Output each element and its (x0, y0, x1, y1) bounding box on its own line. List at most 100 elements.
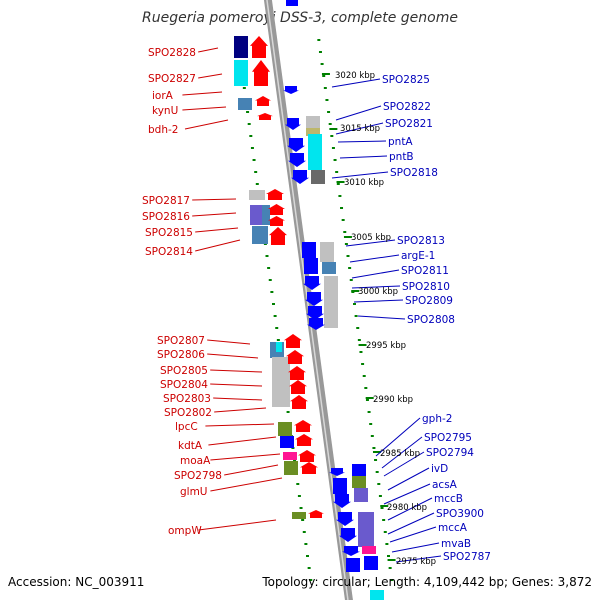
gene-arrow-forward (291, 170, 309, 184)
gene-label-left: iorA (152, 90, 174, 102)
gene-arrow-reverse (308, 510, 324, 518)
leader-line-left (198, 47, 219, 53)
leader-line-right (381, 436, 423, 469)
gene-block (262, 205, 270, 225)
kbp-position-label: 2985 kbp (380, 449, 420, 459)
gene-label-left: bdh-2 (148, 124, 178, 136)
gene-label-right: SPO2825 (382, 74, 430, 86)
gene-arrow-reverse (294, 420, 312, 432)
gene-arrow-forward (287, 138, 305, 152)
gene-arrow-reverse (268, 216, 285, 226)
gene-label-right: SPO2813 (397, 235, 445, 247)
gene-label-right: SPO2822 (383, 101, 431, 113)
gene-arrow-forward (306, 306, 324, 320)
accession-text: Accession: NC_003911 (8, 575, 145, 589)
leader-line-left (195, 227, 239, 233)
leader-line-left (210, 453, 281, 461)
gene-label-right: mccB (434, 493, 463, 505)
gene-block (352, 464, 366, 476)
gene-label-left: glmU (180, 486, 208, 498)
leader-line-right (387, 467, 430, 491)
gene-arrow-forward (333, 494, 351, 508)
gene-label-right: argE-1 (401, 250, 435, 262)
leader-line-left (192, 198, 237, 201)
gene-block (286, 0, 298, 6)
gene-arrow-reverse (266, 189, 284, 200)
leader-line-left (214, 407, 267, 413)
map-title: Ruegeria pomeroyi DSS-3, complete genome (142, 10, 458, 26)
gene-block (304, 258, 318, 274)
leader-line-right (351, 269, 400, 279)
gene-arrow-forward (329, 468, 345, 476)
gene-label-left: SPO2798 (174, 470, 222, 482)
gene-block (249, 190, 265, 200)
leader-line-right (391, 542, 440, 553)
gene-block (250, 205, 262, 225)
leader-line-right (345, 239, 396, 247)
gene-block (308, 134, 322, 170)
gene-arrow-forward (307, 318, 325, 330)
gene-label-left: SPO2817 (142, 195, 190, 207)
leader-line-left (195, 239, 241, 252)
kbp-position-label: 3015 kbp (340, 124, 380, 134)
gene-block (354, 488, 368, 502)
leader-line-left (198, 73, 223, 79)
gene-label-left: kdtA (178, 440, 203, 452)
leader-line-left (213, 397, 263, 401)
gene-label-right: pntA (388, 136, 413, 148)
gene-block (238, 98, 252, 110)
gene-block (306, 116, 320, 128)
gene-block (234, 36, 248, 58)
leader-line-right (331, 171, 389, 179)
kbp-position-label: 3010 kbp (344, 178, 384, 188)
gene-label-right: SPO2794 (426, 447, 474, 459)
gene-block (283, 452, 297, 460)
gene-label-left: SPO2827 (148, 73, 196, 85)
gene-arrow-forward (336, 512, 354, 526)
gene-features (234, 0, 384, 600)
gene-label-left: moaA (180, 455, 211, 467)
gene-arrow-forward (303, 276, 321, 290)
gene-label-left: SPO2803 (163, 393, 211, 405)
leader-line-right (383, 483, 431, 505)
leader-line-right (383, 451, 425, 477)
leader-line-left (182, 106, 227, 111)
gene-label-left: SPO2806 (157, 349, 205, 361)
gene-arrow-reverse (284, 334, 302, 348)
gene-block (311, 170, 325, 184)
kbp-position-label: 2980 kbp (387, 503, 427, 513)
gene-label-right: SPO2787 (443, 551, 491, 563)
leader-line-left (207, 353, 259, 359)
leader-line-right (331, 78, 381, 88)
gene-label-right: SPO2795 (424, 432, 472, 444)
leader-line-right (337, 140, 387, 143)
leader-line-left (224, 464, 279, 476)
leader-line-left (207, 339, 251, 345)
leader-line-left (210, 477, 283, 492)
gene-arrow-reverse (286, 350, 304, 364)
leader-line-left (184, 119, 229, 130)
gene-arrow-forward (288, 153, 306, 167)
gene-block (278, 422, 292, 436)
gene-label-left: kynU (152, 105, 178, 117)
gene-arrow-reverse (269, 227, 287, 245)
gene-arrow-forward (305, 292, 323, 306)
leader-line-left (198, 519, 277, 531)
gene-label-right: ivD (431, 463, 448, 475)
gene-arrow-reverse (255, 96, 271, 106)
gene-arrow-forward (342, 546, 360, 556)
gene-arrow-reverse (289, 380, 307, 394)
gene-arrow-reverse (300, 462, 318, 474)
leader-line-left (210, 369, 263, 373)
gene-block (346, 558, 360, 572)
gene-label-right: SPO2818 (390, 167, 438, 179)
gene-block (352, 476, 366, 488)
gene-arrow-reverse (295, 434, 313, 446)
leader-line-right (349, 254, 400, 263)
leader-line-right (335, 122, 384, 135)
gene-label-right: SPO2810 (402, 281, 450, 293)
gene-block (333, 478, 347, 494)
gene-block (370, 590, 384, 600)
gene-label-right: gph-2 (422, 413, 452, 425)
